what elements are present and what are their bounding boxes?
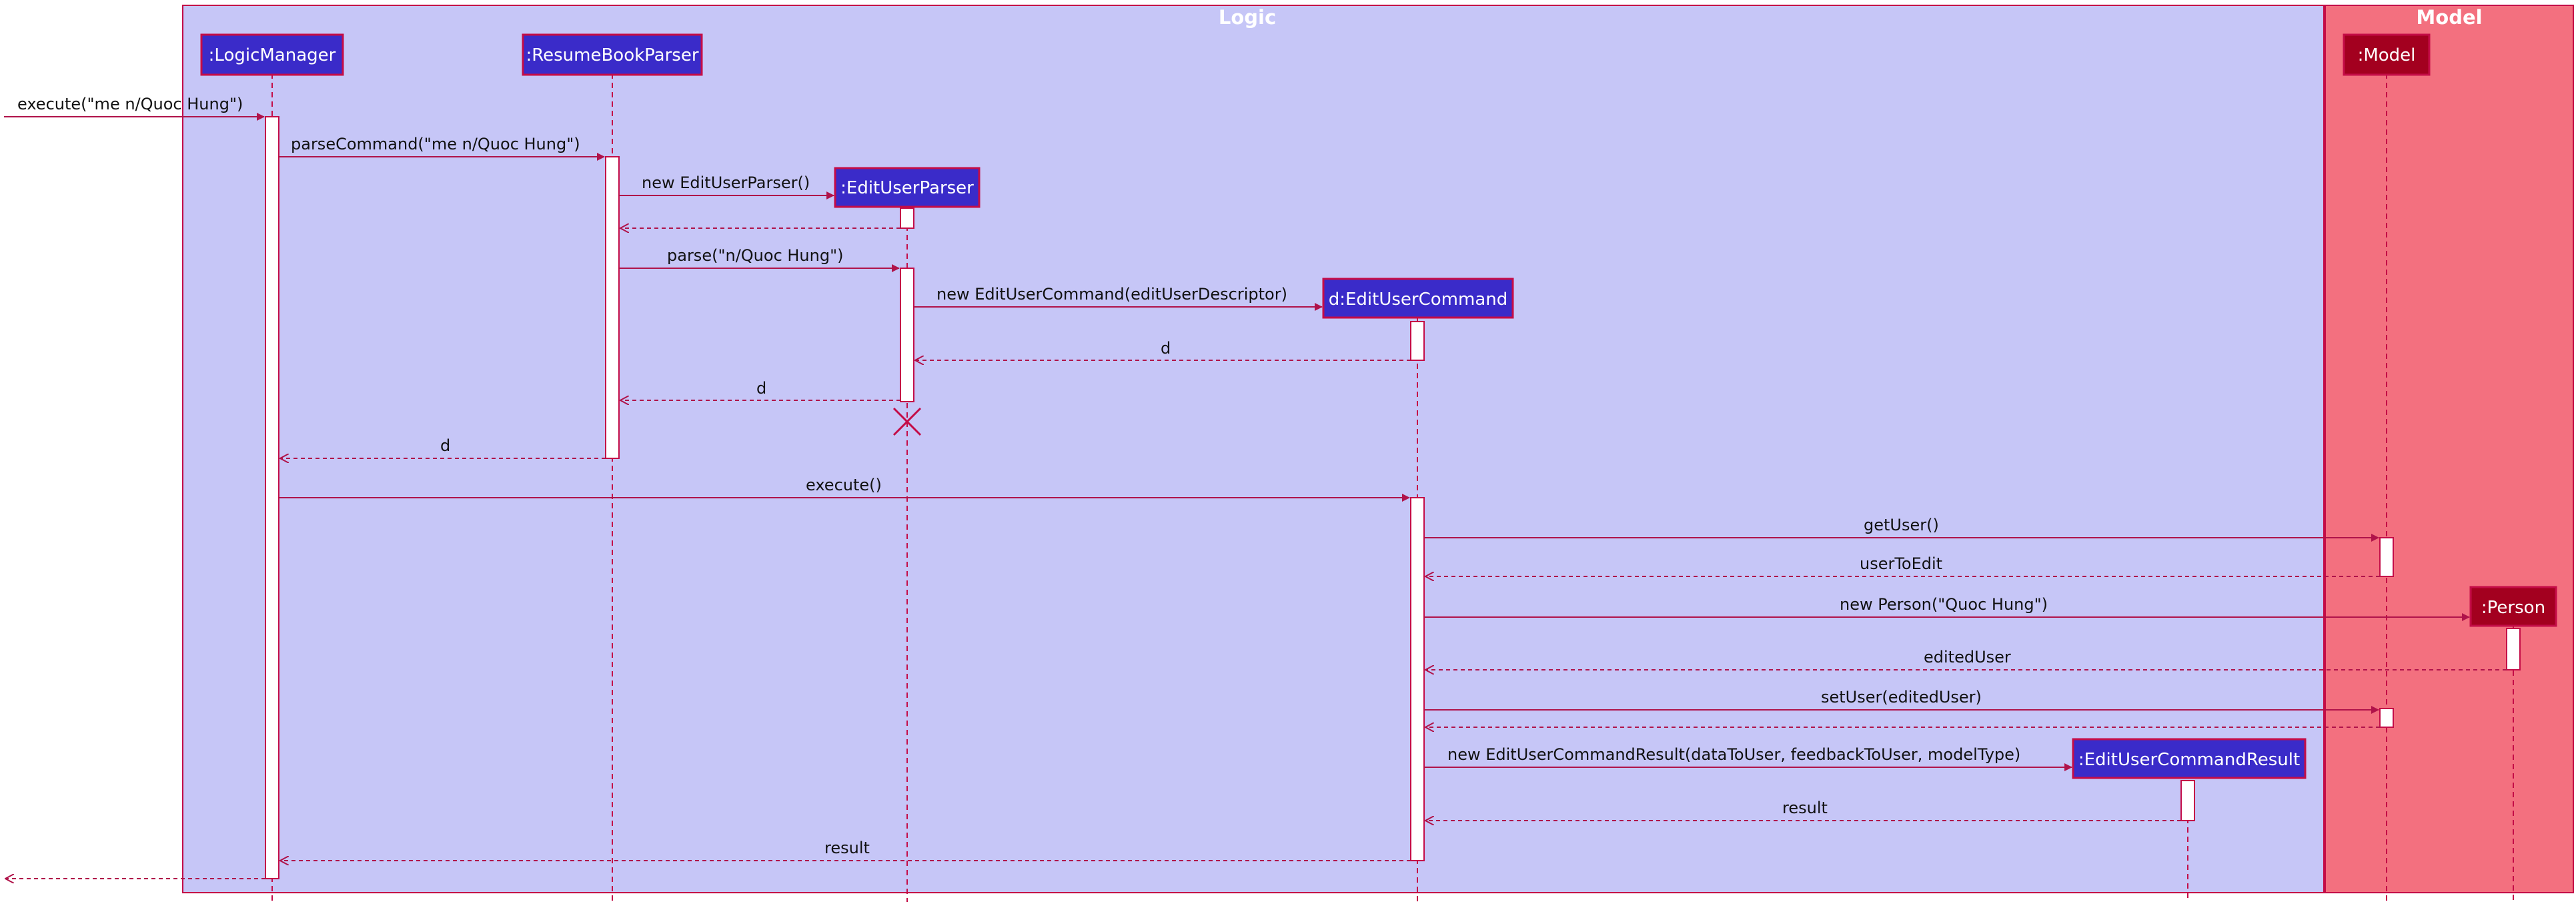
- participant-resume-book-parser: :ResumeBookParser: [522, 33, 703, 76]
- participant-logic-manager-label: :LogicManager: [209, 45, 336, 65]
- participant-edit-user-command: d:EditUserCommand: [1322, 278, 1514, 319]
- activation-edit-user-parser-ctor: [900, 207, 914, 229]
- message-label: execute("me n/Quoc Hung"): [17, 95, 243, 113]
- logic-box: Logic: [182, 5, 2325, 893]
- message-label: new EditUserCommandResult(dataToUser, fe…: [1447, 745, 2020, 764]
- message-label: parseCommand("me n/Quoc Hung"): [291, 135, 580, 153]
- activation-resume-book-parser: [605, 156, 620, 459]
- activations: [265, 116, 2521, 879]
- message-label: execute(): [806, 476, 882, 494]
- message-label: new EditUserCommand(editUserDescriptor): [936, 285, 1287, 304]
- destroy-icon: [892, 407, 922, 436]
- message-label: new Person("Quoc Hung"): [1840, 595, 2048, 614]
- message-label: d: [756, 379, 766, 398]
- activation-model-setuser: [2379, 708, 2394, 728]
- activation-model-getuser: [2379, 537, 2394, 577]
- logic-box-title: Logic: [1219, 6, 1276, 29]
- activation-edit-user-parser-parse: [900, 268, 914, 402]
- participant-resume-book-parser-label: :ResumeBookParser: [526, 45, 698, 65]
- message-label: userToEdit: [1860, 554, 1942, 573]
- participant-model: :Model: [2343, 33, 2431, 76]
- participant-edit-user-parser-label: :EditUserParser: [840, 178, 974, 198]
- participant-person-label: :Person: [2481, 598, 2545, 618]
- participant-edit-user-command-label: d:EditUserCommand: [1329, 290, 1508, 310]
- message-arrows: [4, 113, 2507, 879]
- activation-edit-user-command-ctor: [1410, 321, 1425, 361]
- message-label: parse("n/Quoc Hung"): [667, 246, 844, 265]
- activation-edit-user-command-result: [2180, 780, 2195, 821]
- model-box: Model: [2325, 5, 2574, 893]
- activation-person: [2506, 628, 2521, 670]
- participant-person: :Person: [2469, 586, 2557, 627]
- message-label: new EditUserParser(): [642, 173, 810, 192]
- message-label: setUser(editedUser): [1821, 688, 1982, 707]
- message-label: getUser(): [1864, 516, 1939, 534]
- activation-logic-manager: [265, 116, 279, 879]
- message-label: result: [1782, 799, 1828, 817]
- message-label: editedUser: [1924, 648, 2011, 666]
- participant-edit-user-command-result: :EditUserCommandResult: [2072, 738, 2307, 779]
- participant-logic-manager: :LogicManager: [200, 33, 344, 76]
- participant-model-label: :Model: [2358, 45, 2416, 65]
- message-label: d: [440, 436, 450, 455]
- message-label: result: [824, 839, 870, 857]
- message-label: d: [1161, 339, 1171, 358]
- participant-edit-user-parser: :EditUserParser: [834, 167, 981, 208]
- model-box-title: Model: [2416, 6, 2482, 29]
- participant-edit-user-command-result-label: :EditUserCommandResult: [2078, 750, 2300, 770]
- activation-edit-user-command-execute: [1410, 497, 1425, 861]
